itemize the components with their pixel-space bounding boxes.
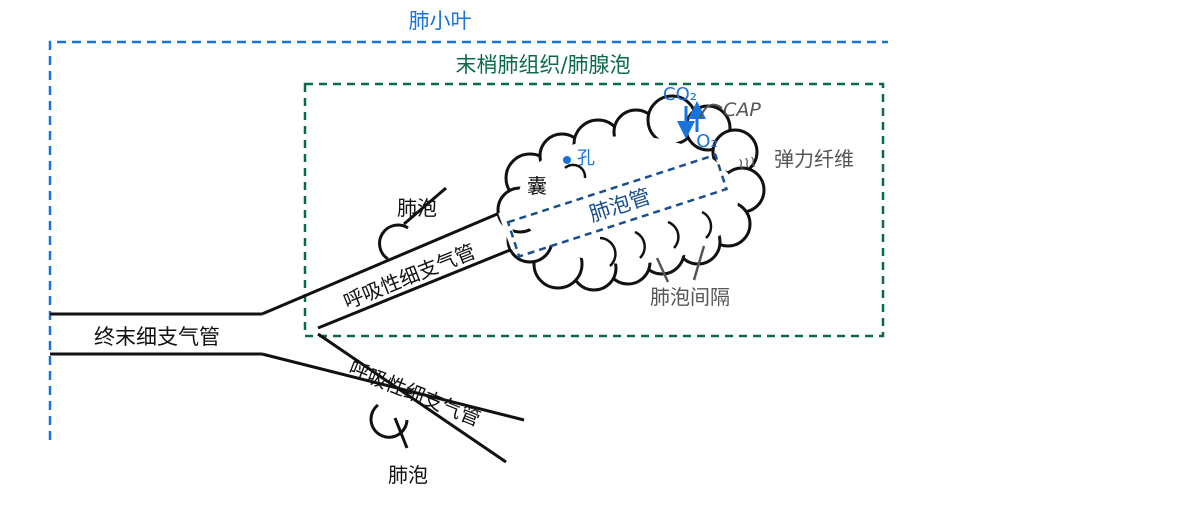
acinus-label: 末梢肺组织/肺腺泡 (455, 53, 630, 77)
alveolar-sac-label: 囊 (527, 174, 547, 198)
alveolar-duct (506, 153, 729, 259)
pore-dot (563, 156, 571, 164)
respiratory-bronchiole-lower (317, 332, 507, 464)
alveolus-upper (378, 186, 447, 261)
septum-pointers (655, 245, 706, 283)
pore-label: 孔 (577, 148, 595, 169)
lobule-label: 肺小叶 (409, 9, 472, 33)
septa-lines (564, 163, 713, 267)
respiratory-bronchiole-lower-label: 呼吸性细支气管 (345, 356, 484, 431)
alveolus-lower-label: 肺泡 (388, 463, 428, 487)
capillary-label: CAP (723, 99, 761, 121)
respiratory-bronchiole-upper (317, 246, 516, 330)
elastic-fiber-icon: ≀≀≀ (737, 152, 758, 174)
lobule-boundary (48, 40, 888, 440)
co2-label: CO₂ (663, 84, 697, 105)
terminal-bronchiole-label: 终末细支气管 (94, 325, 220, 349)
o2-label: O₂ (696, 131, 717, 152)
gas-exchange-arrows (677, 101, 706, 139)
alveolus-lower (369, 403, 409, 449)
alveolar-cluster (496, 94, 766, 292)
alveolus-upper-label: 肺泡 (397, 196, 437, 220)
terminal-bronchiole (50, 210, 525, 422)
elastic-fiber-label: 弹力纤维 (774, 147, 854, 171)
acinus-boundary (303, 82, 885, 338)
capillary-curve (699, 103, 723, 119)
interalveolar-septum-label: 肺泡间隔 (650, 285, 730, 309)
